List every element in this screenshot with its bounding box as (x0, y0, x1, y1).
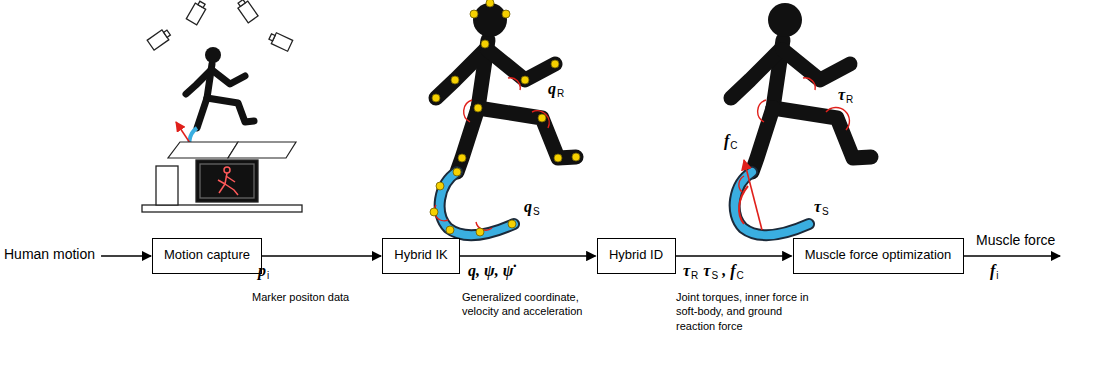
box-label: Hybrid IK (394, 247, 447, 262)
math-symbol: τ (838, 86, 845, 104)
flow-label: Human motion (4, 246, 95, 262)
dynamics-figure (731, 3, 871, 235)
io-arrow (964, 255, 1061, 256)
math-symbol: f (990, 262, 995, 280)
flow-arrow (262, 255, 381, 256)
flow-label: Muscle force (976, 232, 1055, 248)
box-label: Hybrid ID (609, 247, 663, 262)
math-symbol: f (724, 132, 729, 150)
subscript: S (533, 206, 540, 217)
math-symbol: τ (814, 198, 821, 216)
math-symbol: q (524, 198, 532, 216)
edge-description: Generalized coordinate, velocity and acc… (462, 290, 602, 319)
edge-description: Marker positon data (252, 290, 382, 304)
subscript: R (557, 88, 564, 99)
box-label: Muscle force optimization (805, 247, 952, 262)
process-box: Hybrid ID (597, 238, 676, 274)
box-label: Motion capture (164, 247, 250, 262)
subscript: S (822, 206, 829, 217)
math-symbol: p (258, 262, 266, 280)
math-symbol: q, ψ, ψ̇ (468, 262, 513, 280)
marker-model-figure (430, 0, 580, 236)
edge-description: Joint torques, inner force in soft-body,… (676, 290, 811, 333)
math-symbol: , (722, 262, 726, 280)
subscript: i (267, 270, 269, 281)
subscript: S (711, 270, 718, 281)
process-box: Motion capture (152, 238, 262, 274)
subscript: i (996, 270, 998, 281)
flow-arrow (460, 255, 596, 256)
math-symbol: τ (683, 262, 690, 280)
process-box: Muscle force optimization (793, 238, 964, 274)
flow-arrow (676, 255, 792, 256)
subscript: C (736, 270, 743, 281)
subscript: R (846, 94, 853, 105)
math-symbol: q (548, 80, 556, 98)
io-arrow (101, 255, 151, 256)
subscript: C (730, 140, 737, 151)
process-box: Hybrid IK (382, 238, 460, 274)
motion-capture-scene (142, 0, 302, 212)
math-symbol: f (730, 262, 735, 280)
math-symbol: τ (703, 262, 710, 280)
subscript: R (691, 270, 698, 281)
